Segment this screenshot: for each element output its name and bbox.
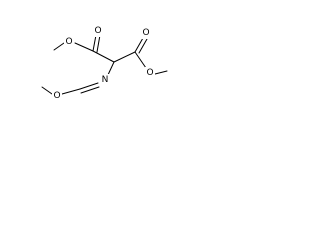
bond-c-central-c-carbonyl-right — [113, 51, 136, 63]
bond-o-ether-methyl — [41, 86, 53, 95]
bond-n-imine-c-imine-b — [80, 86, 100, 94]
bond-c-carbonyl-right-o-ester-right — [134, 51, 147, 69]
atom-o-ether: O — [53, 91, 60, 101]
bond-c-carbonyl-left-o-double-a — [92, 34, 97, 52]
bond-n-imine-c-imine-a — [79, 82, 99, 90]
bond-c-carbonyl-left-o-double-b — [96, 34, 101, 53]
bond-c-carbonyl-right-o-double-a — [134, 37, 144, 53]
bond-c-carbonyl-left-c-central — [92, 50, 115, 63]
atom-o-carbonyl-right: O — [142, 28, 149, 38]
chemical-structure: O O O O N O — [41, 25, 168, 102]
atom-o-ester-left: O — [65, 37, 72, 47]
atom-labels: O O O O N O — [52, 25, 155, 102]
bonds — [41, 34, 168, 95]
bond-o-ester-right-methyl — [154, 70, 168, 75]
atom-n-imine: N — [102, 75, 109, 85]
atom-o-ester-right: O — [146, 68, 153, 78]
bond-o-ester-left-c-carbonyl-left — [74, 42, 94, 52]
bond-c-imine-o-ether — [61, 88, 81, 95]
bond-methyl-o-ester-left — [53, 42, 65, 51]
bond-c-carbonyl-right-o-double-b — [138, 38, 148, 54]
atom-o-carbonyl-left: O — [94, 26, 101, 36]
